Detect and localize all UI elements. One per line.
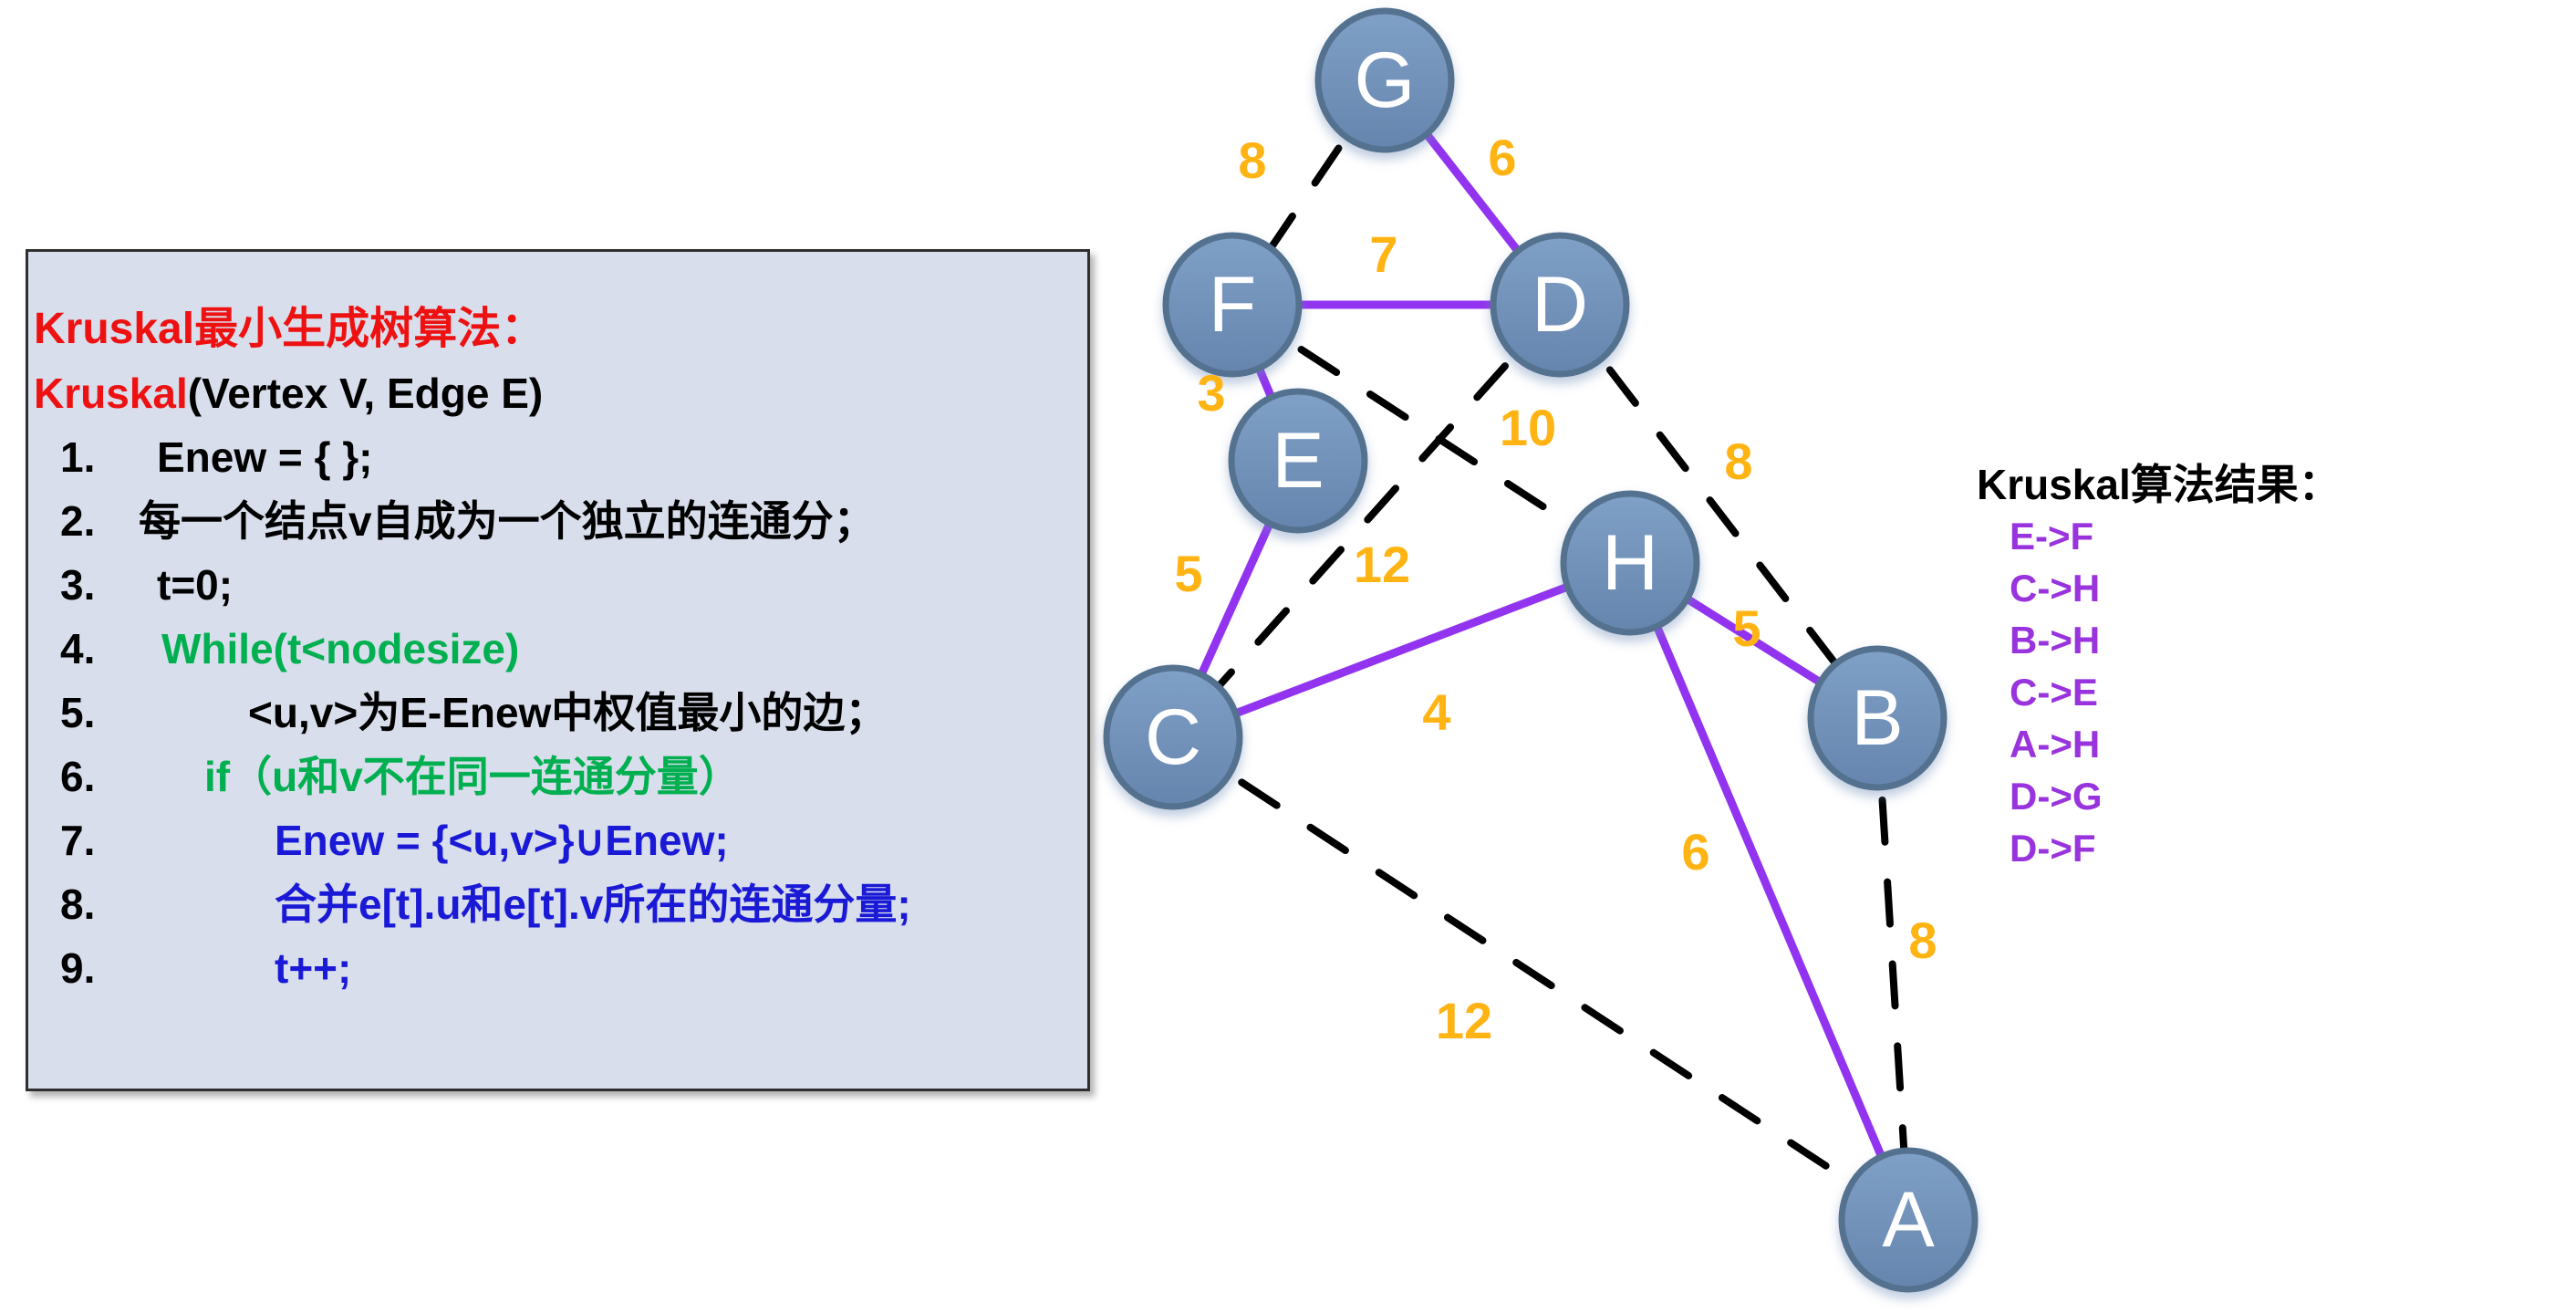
node-D: D [1490,232,1630,378]
step-text: <u,v>为E-Enew中权值最小的边； [248,689,888,736]
result-edge-7: D->F [2010,827,2096,870]
node-C: C [1103,664,1243,810]
algorithm-step-8: 8. 合并e[t].u和e[t].v所在的连通分量; [34,872,1087,936]
algorithm-title-text: Kruskal最小生成树算法： [34,305,545,353]
edge-weight-G-D: 6 [1488,129,1516,186]
algorithm-pseudocode-panel: Kruskal最小生成树算法： Kruskal (Vertex V, Edge … [26,249,1090,1091]
step-number: 1. [60,433,96,481]
edge-H-A [1626,558,1913,1224]
node-label-H: H [1602,519,1658,607]
step-number: 7. [60,817,96,864]
node-circle-C [1103,664,1243,810]
edge-weight-D-B: 8 [1724,432,1752,490]
edge-weight-C-A: 12 [1436,992,1492,1049]
result-edge-5: A->H [2010,723,2101,766]
edge-weight-F-E: 3 [1197,364,1225,422]
result-edge-1: E->F [2010,515,2094,558]
edge-B-A [1874,714,1912,1224]
algorithm-step-1: 1. Enew = { }; [34,425,1087,489]
results-list: E->F C->H B->H C->E A->H D->G D->F [1977,510,2341,874]
edge-D-B [1556,301,1881,722]
step-text: if（u和v不在同一连通分量） [204,753,741,800]
step-number: 4. [60,625,96,672]
result-edge-4: C->E [2010,671,2098,714]
node-circle-G [1314,7,1455,153]
edge-weight-H-B: 5 [1732,599,1761,657]
node-F: F [1162,232,1303,378]
node-circle-D [1490,232,1630,378]
node-label-F: F [1209,261,1257,349]
edge-weight-H-A: 6 [1681,823,1709,881]
node-G: G [1314,7,1455,153]
edge-weights-layer: 8 6 7 3 10 12 8 5 4 5 6 12 8 [1174,129,1937,1049]
node-circle-A [1838,1147,1979,1293]
algorithm-signature: Kruskal (Vertex V, Edge E) [34,361,1087,425]
step-number: 8. [60,881,96,928]
step-text: While(t<nodesize) [161,625,520,672]
step-number: 5. [60,689,96,736]
algorithm-step-4: 4. While(t<nodesize) [34,617,1087,681]
candidate-edges-layer [1169,77,1912,1224]
step-number: 6. [60,753,96,800]
node-label-G: G [1355,36,1416,124]
nodes-layer: G F D E H C B A [1103,7,1979,1293]
algorithm-steps: 1. Enew = { }; 2. 每一个结点v自成为一个独立的连通分； 3. t=0; 4… [34,425,1087,1000]
node-circle-B [1807,645,1948,791]
node-label-D: D [1532,261,1588,349]
step-text: 合并e[t].u和e[t].v所在的连通分量; [275,881,911,928]
node-A: A [1838,1147,1979,1293]
edge-D-C [1169,301,1563,741]
kruskal-results-panel: Kruskal算法结果： E->F C->H B->H C->E A->H D->G D->… [1977,459,2341,874]
node-label-E: E [1272,417,1324,505]
node-label-C: C [1145,693,1201,781]
result-edge-6: D->G [2010,775,2103,818]
algorithm-step-3: 3. t=0; [34,553,1087,617]
node-E: E [1228,388,1368,534]
result-edge-2: C->H [2010,567,2101,610]
algorithm-signature-rest: (Vertex V, Edge E) [187,370,544,417]
algorithm-signature-keyword: Kruskal [34,370,188,417]
edge-weight-G-F: 8 [1238,131,1266,189]
edge-weight-C-H: 4 [1422,683,1450,741]
step-number: 3. [60,561,96,609]
step-text: 每一个结点v自成为一个独立的连通分； [139,497,876,545]
results-title: Kruskal算法结果： [1977,461,2341,508]
algorithm-step-2: 2. 每一个结点v自成为一个独立的连通分； [34,489,1087,553]
node-circle-E [1228,388,1368,534]
node-H: H [1560,490,1700,636]
step-text: t=0; [157,561,234,609]
edge-F-H [1229,301,1634,567]
edge-weight-B-A: 8 [1908,912,1937,969]
node-circle-F [1162,232,1303,378]
algorithm-step-6: 6. if（u和v不在同一连通分量） [34,745,1087,808]
edge-weight-F-D: 7 [1369,225,1397,283]
edge-weight-D-C: 12 [1354,536,1410,593]
node-label-B: B [1851,674,1903,762]
edge-C-A [1169,734,1912,1224]
step-text: t++; [275,944,352,992]
algorithm-step-9: 9. t++; [34,936,1087,1000]
edge-C-H [1169,558,1635,742]
step-number: 9. [60,944,96,992]
node-circle-H [1560,490,1700,636]
algorithm-step-5: 5. <u,v>为E-Enew中权值最小的边； [34,681,1087,745]
algorithm-title: Kruskal最小生成树算法： [34,297,1087,361]
node-B: B [1807,645,1948,791]
step-number: 2. [60,497,96,545]
algorithm-step-7: 7. Enew = {<u,v>}∪Enew; [34,808,1087,872]
edge-weight-E-C: 5 [1174,545,1202,602]
edge-weight-F-H: 10 [1500,399,1556,456]
result-edge-3: B->H [2010,619,2101,662]
node-label-A: A [1882,1176,1935,1264]
step-text: Enew = { }; [157,433,373,481]
step-text: Enew = {<u,v>}∪Enew; [275,817,729,864]
